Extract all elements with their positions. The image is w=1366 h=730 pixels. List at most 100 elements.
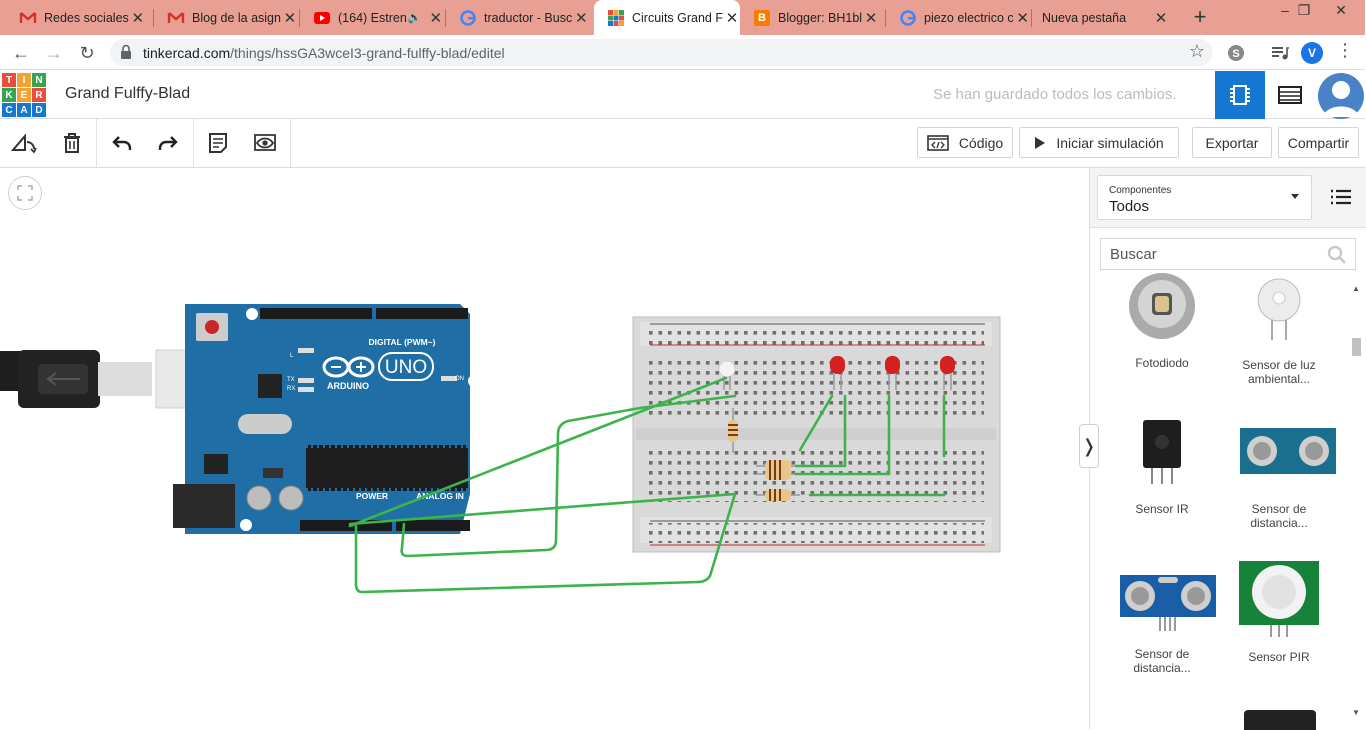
browser-tab-8[interactable]: Nueva pestaña ✕	[1032, 0, 1178, 35]
ir-sensor-icon	[1143, 420, 1181, 484]
tinkercad-header: T I N K E R C A D Grand Fulffy-Blad Se h…	[0, 71, 1365, 119]
delete-button[interactable]	[49, 119, 95, 167]
l-led-label: L	[290, 353, 294, 359]
on-led-label: ON	[455, 376, 464, 382]
search-input[interactable]	[1101, 239, 1321, 269]
export-button[interactable]: Exportar	[1192, 127, 1272, 158]
browser-tab-strip: Redes sociales ✕ Blog de la asign ✕ (164…	[0, 0, 1365, 35]
url-bar[interactable]: tinkercad.com/things/hssGA3wceI3-grand-f…	[110, 39, 1213, 66]
browser-menu-icon[interactable]: ⋮	[1336, 40, 1354, 60]
export-label: Exportar	[1205, 134, 1259, 151]
component-photodiode[interactable]: Fotodiodo	[1107, 273, 1217, 375]
start-simulation-button[interactable]: Iniciar simulación	[1019, 127, 1179, 158]
tinkercad-logo[interactable]: T I N K E R C A D	[2, 73, 46, 117]
search-icon[interactable]	[1327, 245, 1347, 265]
component-distance-sensor-1[interactable]: Sensor de distancia...	[1224, 420, 1336, 530]
browser-tab-7[interactable]: piezo electrico c ✕	[886, 0, 1032, 35]
resistor-vertical[interactable]	[728, 408, 738, 453]
back-arrow-icon[interactable]: ←	[12, 43, 30, 63]
google-icon	[900, 9, 916, 26]
close-icon[interactable]: ✕	[725, 9, 739, 27]
red-led-2[interactable]	[885, 356, 900, 390]
arduino-uno-board[interactable]: UNO ARDUINO DIGITAL (PWM~) POWER ANALOG …	[173, 304, 480, 534]
component-name: Sensor PIR	[1248, 650, 1310, 664]
breadboard[interactable]	[632, 316, 1001, 553]
components-grid: Fotodiodo Sensor de luz ambiental... Sen…	[1090, 273, 1350, 730]
components-filter-select[interactable]: Componentes Todos	[1097, 175, 1312, 220]
profile-avatar-button[interactable]: V	[1301, 42, 1323, 64]
component-ambient-light-sensor[interactable]: Sensor de luz ambiental...	[1224, 278, 1334, 390]
ambient-light-sensor-icon	[1257, 278, 1301, 340]
share-button[interactable]: Compartir	[1278, 127, 1359, 158]
scroll-up-icon[interactable]: ▲	[1352, 284, 1360, 293]
component-pir-sensor[interactable]: Sensor PIR	[1224, 560, 1334, 664]
browser-tab-6[interactable]: B Blogger: BH1bl ✕	[740, 0, 886, 35]
resistor-2[interactable]	[756, 468, 800, 480]
undo-button[interactable]	[99, 119, 145, 167]
resistor-3[interactable]	[756, 489, 800, 501]
zoom-to-fit-button[interactable]	[8, 176, 42, 210]
red-led-3[interactable]	[940, 356, 955, 390]
panel-scrollbar[interactable]: ▲ ▼	[1349, 280, 1363, 729]
reload-icon[interactable]: ↻	[79, 43, 95, 63]
circuit-view-button[interactable]	[1215, 71, 1265, 119]
browser-tab-4[interactable]: traductor - Busc ✕	[446, 0, 592, 35]
close-icon[interactable]: ✕	[574, 9, 588, 27]
notes-button[interactable]	[195, 119, 241, 167]
close-icon[interactable]: ✕	[864, 9, 878, 27]
red-led-1[interactable]	[830, 356, 845, 390]
browser-tab-1[interactable]: Redes sociales ✕	[6, 0, 154, 35]
redo-button[interactable]	[145, 119, 191, 167]
skype-icon[interactable]: S	[1226, 43, 1246, 63]
url-text: tinkercad.com/things/hssGA3wceI3-grand-f…	[143, 45, 505, 61]
circuit-canvas[interactable]: UNO ARDUINO DIGITAL (PWM~) POWER ANALOG …	[0, 168, 1099, 729]
component-search	[1100, 238, 1356, 270]
code-button[interactable]: Código	[917, 127, 1013, 158]
new-tab-button[interactable]: +	[1193, 4, 1207, 29]
tab-title: Blog de la asign	[192, 10, 281, 25]
component-distance-sensor-2[interactable]: Sensor de distancia...	[1107, 565, 1217, 675]
close-window-button[interactable]: ✕	[1335, 2, 1347, 18]
scroll-down-icon[interactable]: ▼	[1352, 708, 1360, 717]
address-bar-row: ← → ↻ tinkercad.com/things/hssGA3wceI3-g…	[0, 35, 1365, 70]
forward-arrow-icon[interactable]: →	[45, 43, 63, 63]
list-view-icon[interactable]	[1330, 186, 1352, 208]
close-icon[interactable]: ✕	[429, 9, 443, 27]
project-title[interactable]: Grand Fulffy-Blad	[65, 85, 191, 102]
tinkercad-icon	[608, 9, 624, 26]
board-model-text: UNO	[385, 357, 427, 378]
tab-title: (164) Estren	[338, 10, 407, 25]
close-icon[interactable]: ✕	[1016, 9, 1029, 27]
speaker-icon[interactable]: 🔈	[407, 12, 422, 24]
toggle-notes-visibility-button[interactable]	[242, 119, 288, 167]
eye-notes-icon	[254, 134, 276, 151]
wires[interactable]	[348, 376, 946, 594]
minimize-button[interactable]: –	[1281, 2, 1289, 18]
media-playlist-icon[interactable]	[1270, 43, 1290, 63]
restore-button[interactable]: ❐	[1297, 2, 1311, 18]
user-avatar[interactable]	[1318, 73, 1364, 119]
ultrasonic-sensor-icon	[1120, 575, 1216, 631]
analog-header-label: ANALOG IN	[416, 491, 464, 501]
white-led[interactable]	[718, 360, 736, 390]
fit-view-icon	[17, 185, 33, 201]
rotate-button[interactable]	[1, 119, 47, 167]
browser-tab-3[interactable]: (164) Estren 🔈 ✕	[300, 0, 446, 35]
browser-tab-2[interactable]: Blog de la asign ✕	[154, 0, 300, 35]
photodiode-icon	[1129, 273, 1195, 339]
close-icon[interactable]: ✕	[131, 9, 145, 27]
bookmark-star-icon[interactable]: ☆	[1188, 41, 1205, 61]
browser-tab-5-active[interactable]: Circuits Grand F ✕	[594, 0, 740, 35]
component-ir-sensor[interactable]: Sensor IR	[1107, 420, 1217, 516]
scroll-thumb[interactable]	[1352, 338, 1361, 356]
close-icon[interactable]: ✕	[1154, 9, 1168, 27]
digital-header-label: DIGITAL (PWM~)	[369, 337, 436, 347]
play-icon	[1034, 136, 1046, 150]
component-list-view-button[interactable]	[1265, 71, 1315, 119]
collapse-panel-button[interactable]: ❭	[1079, 424, 1099, 468]
undo-icon	[112, 136, 132, 150]
close-icon[interactable]: ✕	[283, 9, 297, 27]
gmail-icon	[167, 10, 185, 26]
component-partial[interactable]	[1244, 710, 1316, 730]
start-simulation-label: Iniciar simulación	[1056, 134, 1164, 151]
